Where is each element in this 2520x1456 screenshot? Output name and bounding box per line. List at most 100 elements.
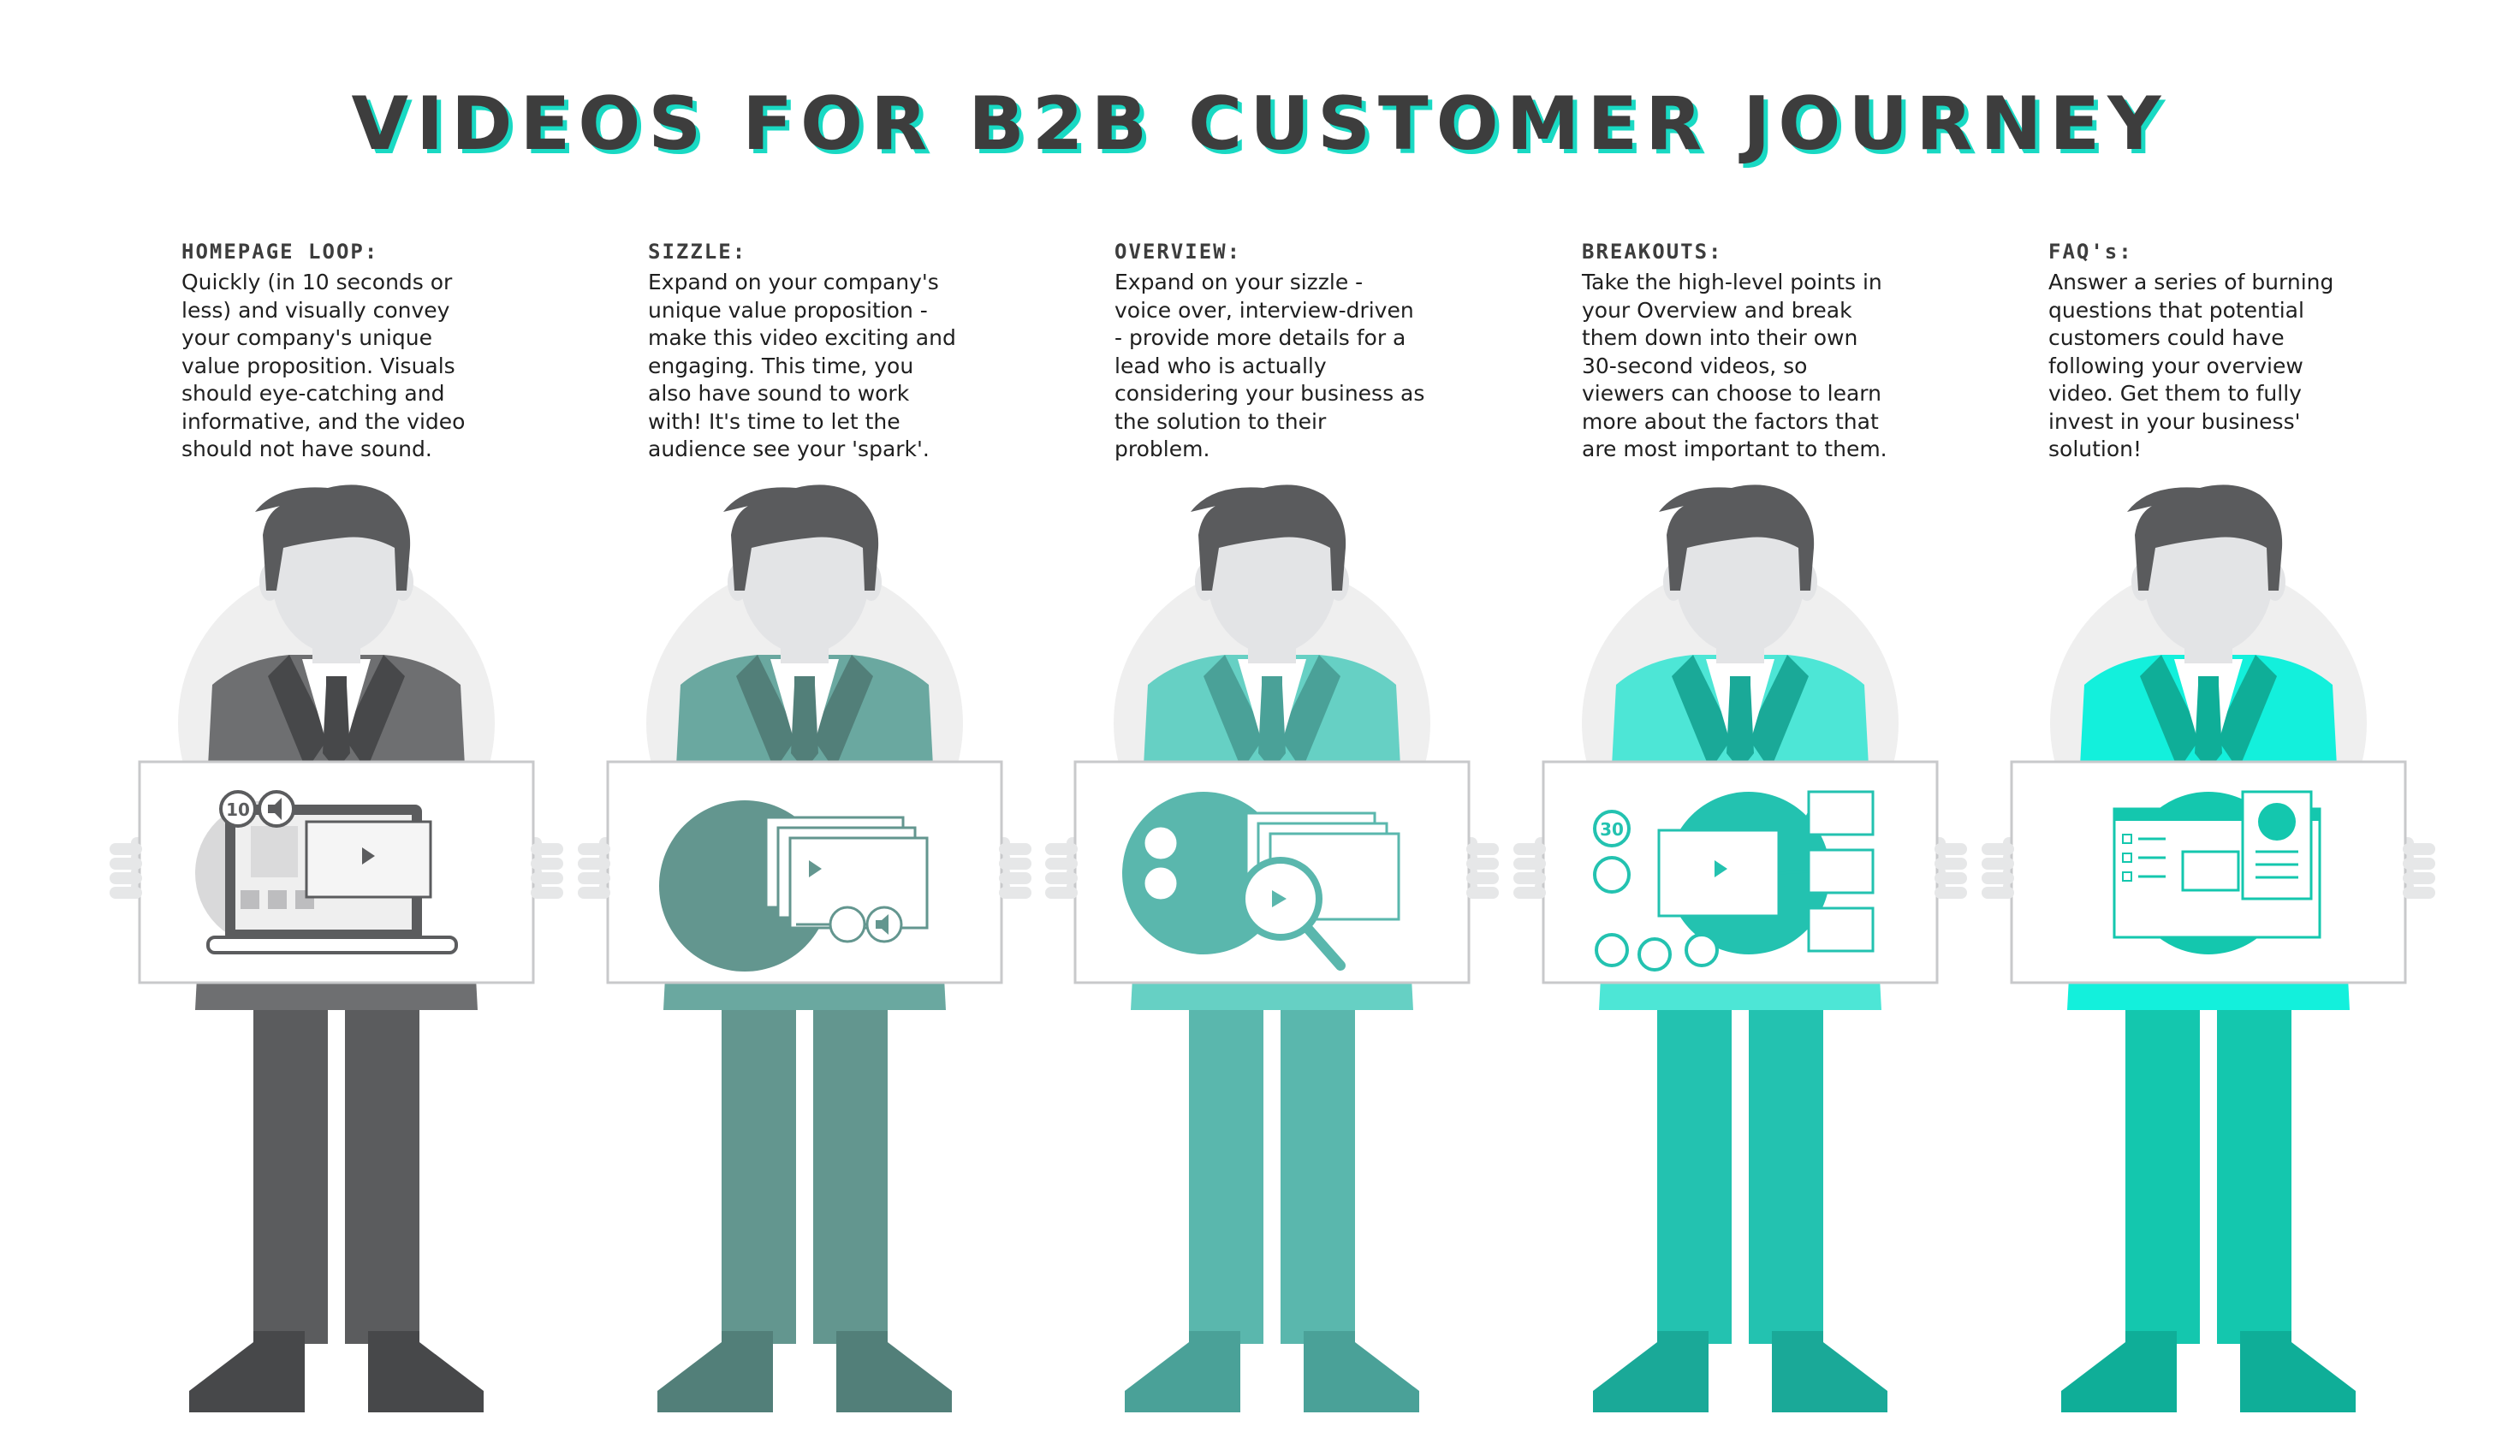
- right-leg: [813, 984, 888, 1344]
- stage-body-line: are most important to them.: [1582, 437, 1887, 461]
- stage-heading: HOMEPAGE LOOP:: [181, 240, 379, 264]
- left-leg: [722, 984, 796, 1344]
- left-shoe: [1125, 1342, 1240, 1412]
- right-lapel: [1279, 655, 1340, 770]
- hair: [2127, 484, 2283, 591]
- tie: [2195, 685, 2222, 770]
- stage-body: Expand on your company's unique value pro…: [648, 269, 990, 464]
- stage-body-line: Quickly (in 10 seconds or: [181, 270, 453, 294]
- grid-icon: [1595, 933, 1629, 967]
- left-leg: [1657, 984, 1732, 1344]
- right-leg: [1749, 984, 1823, 1344]
- timer-icon: [219, 790, 257, 828]
- stage-body: Take the high-level points in your Overvi…: [1582, 269, 1924, 464]
- stage-body-line: customers could have: [2048, 325, 2285, 350]
- tie: [791, 685, 818, 770]
- left-shoe: [2061, 1342, 2177, 1412]
- stage-body-line: Expand on your company's: [648, 270, 939, 294]
- stage-body-line: Expand on your sizzle -: [1114, 270, 1364, 294]
- stage-body-line: should eye-catching and: [181, 381, 445, 406]
- stage-body-line: also have sound to work: [648, 381, 910, 406]
- chat-icon: [1142, 865, 1180, 902]
- phone-icon: [1685, 933, 1719, 967]
- stage-body-line: your company's unique: [181, 325, 432, 350]
- right-lapel: [1747, 655, 1809, 770]
- left-lapel: [268, 655, 330, 770]
- stage-body-line: solution!: [2048, 437, 2143, 461]
- right-shoe: [368, 1342, 484, 1412]
- left-shoe: [1593, 1342, 1709, 1412]
- stage-body-line: questions that potential: [2048, 297, 2304, 323]
- left-shoe: [657, 1342, 773, 1412]
- right-leg: [2217, 984, 2291, 1344]
- video-tree-icon: 30: [1593, 790, 1875, 972]
- right-lapel: [2215, 655, 2277, 770]
- stage-body-line: lead who is actually: [1114, 353, 1327, 378]
- right-shoe: [2240, 1342, 2356, 1412]
- stage-body-line: voice over, interview-driven: [1114, 297, 1414, 323]
- left-leg: [1189, 984, 1263, 1344]
- stage-body-line: 30-second videos, so: [1582, 353, 1808, 378]
- stage-description-2: SIZZLE: Expand on your company's unique va…: [648, 240, 990, 464]
- globe-icon: [2258, 803, 2296, 841]
- hair: [723, 484, 879, 591]
- stage-body-line: your Overview and break: [1582, 297, 1852, 323]
- left-shoe: [189, 1342, 305, 1412]
- stage-body-line: following your overview: [2048, 353, 2303, 378]
- stage-body-line: - provide more details for a: [1114, 325, 1406, 350]
- stage-body-line: more about the factors that: [1582, 408, 1879, 434]
- tie: [1258, 685, 1286, 770]
- stage-body-line: them down into their own: [1582, 325, 1858, 350]
- stage-body-line: value proposition. Visuals: [181, 353, 455, 378]
- tie: [1727, 685, 1754, 770]
- laptop-icon: 10: [195, 790, 458, 954]
- figure-4: 30: [1513, 484, 1967, 1412]
- magnifier-handle: [1303, 924, 1346, 971]
- figure-2: [578, 484, 1031, 1412]
- stage-body-line: problem.: [1114, 437, 1210, 461]
- stage-heading: OVERVIEW:: [1114, 240, 1242, 264]
- right-shoe: [1772, 1342, 1887, 1412]
- stage-description-4: BREAKOUTS: Take the high-level points in y…: [1582, 240, 1924, 464]
- video-stack-icon: [659, 800, 929, 972]
- stage-body-line: viewers can choose to learn: [1582, 381, 1881, 406]
- page-title: VIDEOS FOR B2B CUSTOMER JOURNEY: [351, 81, 2169, 167]
- magnifier-icon: [1122, 792, 1400, 971]
- left-lapel: [2140, 655, 2202, 770]
- stage-body-line: unique value proposition -: [648, 297, 928, 323]
- timer-label: 30: [1600, 819, 1624, 840]
- figure-3: [1045, 484, 1499, 1412]
- stage-body: Expand on your sizzle - voice over, inter…: [1114, 269, 1457, 464]
- stage-body-line: considering your business as: [1114, 381, 1425, 406]
- stage-body-line: video. Get them to fully: [2048, 381, 2302, 406]
- left-lapel: [1204, 655, 1265, 770]
- right-shoe: [1304, 1342, 1419, 1412]
- stage-body-line: Take the high-level points in: [1582, 270, 1882, 294]
- speaker-icon: [1142, 824, 1180, 862]
- timer-icon: [1593, 810, 1631, 847]
- right-leg: [345, 984, 419, 1344]
- hair: [1191, 484, 1346, 591]
- left-lapel: [736, 655, 798, 770]
- stage-body-line: informative, and the video: [181, 408, 466, 434]
- stage-heading: BREAKOUTS:: [1582, 240, 1723, 264]
- tie: [323, 685, 350, 770]
- figure-5: [1982, 484, 2435, 1412]
- image-icon: [1637, 937, 1672, 972]
- timer-label: 10: [226, 799, 250, 820]
- figure-1: 10: [110, 484, 563, 1412]
- stage-description-3: OVERVIEW: Expand on your sizzle - voice ov…: [1114, 240, 1457, 464]
- stage-heading: SIZZLE:: [648, 240, 747, 264]
- magnet-icon: [829, 906, 866, 943]
- right-lapel: [343, 655, 405, 770]
- stage-body-line: invest in your business': [2048, 408, 2301, 434]
- document-globe-icon: [2113, 790, 2321, 954]
- stage-body-line: the solution to their: [1114, 408, 1327, 434]
- hair: [1659, 484, 1815, 591]
- stage-body-line: audience see your 'spark'.: [648, 437, 930, 461]
